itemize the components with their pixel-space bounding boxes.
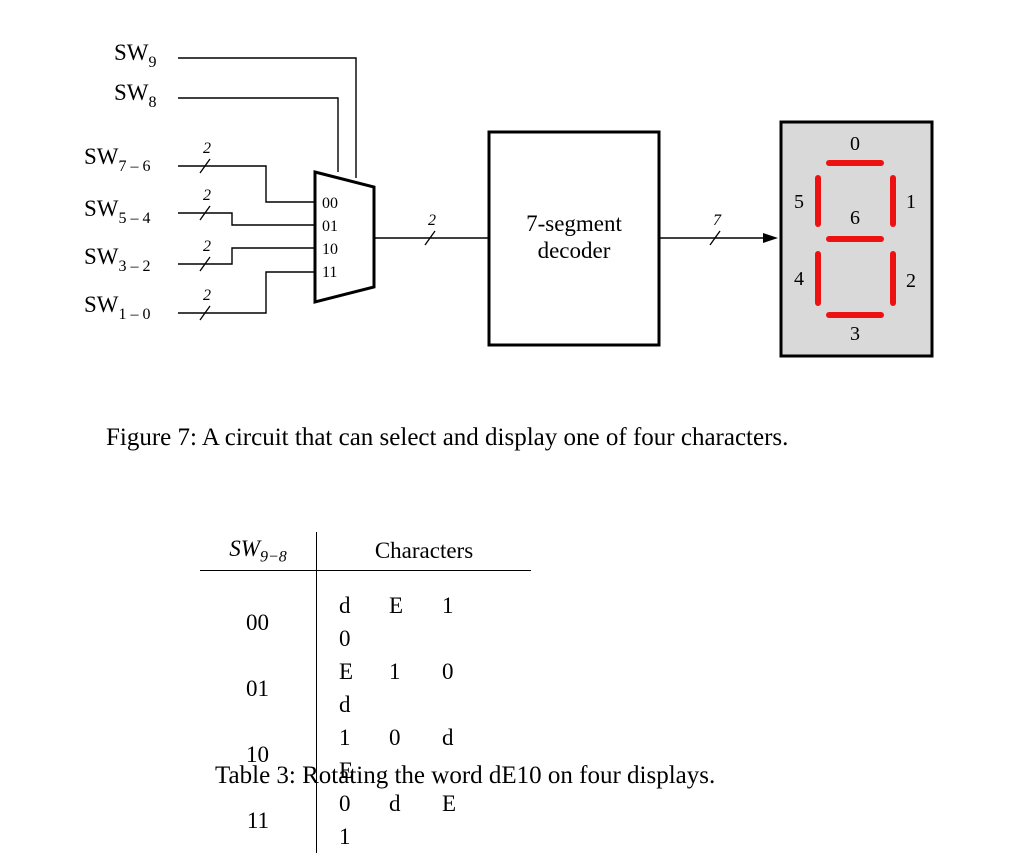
mux-input-01: 01 bbox=[322, 218, 338, 235]
segment-label-5: 5 bbox=[794, 191, 804, 213]
row-code: 11 bbox=[200, 787, 317, 853]
row-code: 10 bbox=[200, 721, 317, 787]
segment-label-6: 6 bbox=[850, 207, 860, 229]
input-label-sw3-2: SW3 – 2 bbox=[84, 244, 151, 275]
circuit-diagram: SW9 SW8 SW7 – 6 SW5 – 4 SW3 – 2 SW1 – 0 … bbox=[84, 40, 934, 358]
wire-sw5-4 bbox=[178, 212, 315, 226]
bus-slash-sw1-0 bbox=[199, 305, 211, 321]
bus-slash-decoder-out bbox=[709, 230, 721, 246]
multiplexer bbox=[313, 170, 376, 304]
table-header-sw: SW9−8 bbox=[200, 532, 317, 571]
segment-label-1: 1 bbox=[906, 191, 916, 213]
bus-width-decoder-out: 7 bbox=[713, 212, 722, 229]
input-label-sw5-4: SW5 – 4 bbox=[84, 196, 151, 227]
mux-input-10: 10 bbox=[322, 241, 338, 258]
wire-sw1-0 bbox=[178, 271, 315, 314]
wire-sw3-2 bbox=[178, 247, 315, 265]
bus-width-sw7-6: 2 bbox=[203, 140, 211, 157]
segment-label-3: 3 bbox=[850, 323, 860, 345]
mux-input-11: 11 bbox=[322, 264, 337, 281]
segment-labels: 0 1 2 3 4 5 6 bbox=[794, 133, 916, 345]
input-label-sw1-0: SW1 – 0 bbox=[84, 292, 151, 323]
row-code: 01 bbox=[200, 655, 317, 721]
bus-slash-sw5-4 bbox=[199, 205, 211, 221]
table-header-characters: Characters bbox=[316, 532, 531, 571]
mux-input-00: 00 bbox=[322, 195, 338, 212]
bus-labels: 2 2 2 2 2 7 bbox=[203, 140, 722, 304]
input-label-sw9: SW9 bbox=[114, 40, 157, 71]
decoder-block bbox=[487, 130, 661, 347]
table-caption: Table 3: Rotating the word dE10 on four … bbox=[215, 762, 716, 789]
wire-sw7-6 bbox=[178, 165, 315, 203]
figure-caption: Figure 7: A circuit that can select and … bbox=[106, 424, 789, 451]
bus-width-mux-out: 2 bbox=[428, 212, 436, 229]
row-code: 00 bbox=[200, 570, 317, 655]
input-labels: SW9 SW8 SW7 – 6 SW5 – 4 SW3 – 2 SW1 – 0 bbox=[84, 40, 157, 323]
mux-input-labels: 00 01 10 11 bbox=[322, 195, 338, 281]
segment-label-4: 4 bbox=[794, 268, 804, 290]
bus-slash-sw7-6 bbox=[199, 158, 211, 174]
bus-slash-mux-out bbox=[424, 230, 436, 246]
bus-width-sw3-2: 2 bbox=[203, 238, 211, 255]
segment-label-0: 0 bbox=[850, 133, 860, 155]
input-label-sw7-6: SW7 – 6 bbox=[84, 144, 151, 175]
wire-sw8 bbox=[178, 97, 339, 172]
bus-markers bbox=[199, 158, 721, 321]
wire-sw9 bbox=[178, 57, 357, 178]
bus-width-sw1-0: 2 bbox=[203, 287, 211, 304]
arrow-head bbox=[763, 233, 778, 243]
decoder-label-line2: decoder bbox=[538, 238, 611, 263]
display-segments bbox=[815, 160, 896, 318]
wires bbox=[178, 57, 765, 314]
decoder-label-line1: 7-segment bbox=[526, 211, 622, 236]
bus-slash-sw3-2 bbox=[199, 256, 211, 272]
segment-label-2: 2 bbox=[906, 270, 916, 292]
input-label-sw8: SW8 bbox=[114, 80, 157, 111]
bus-width-sw5-4: 2 bbox=[203, 187, 211, 204]
